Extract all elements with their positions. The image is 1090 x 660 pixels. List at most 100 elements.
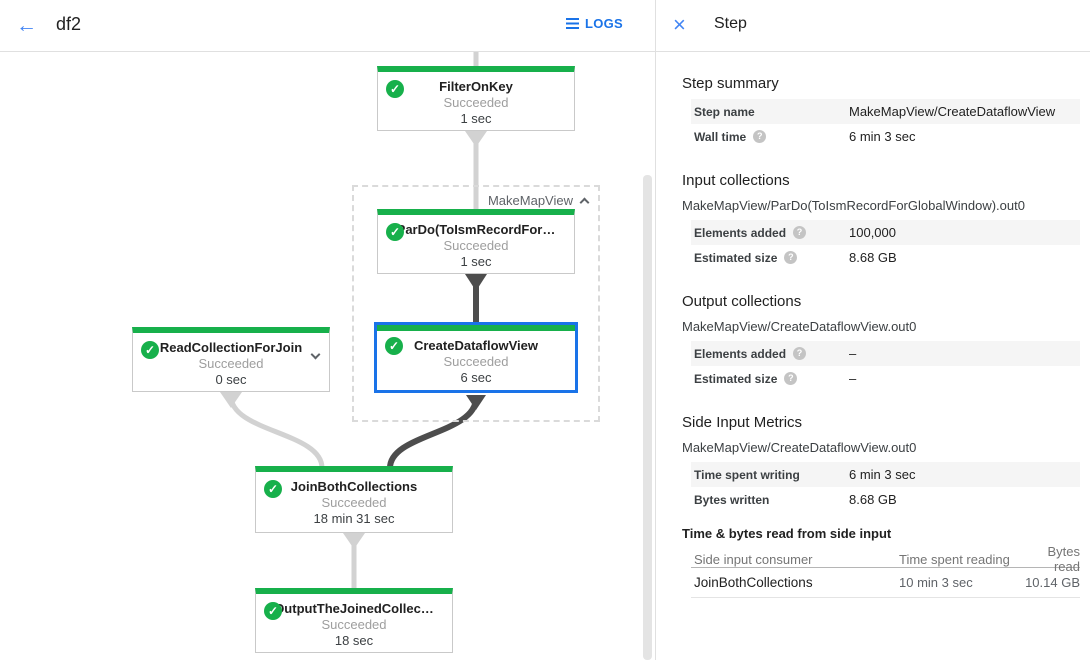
- panel-title: Step: [714, 15, 747, 32]
- edge-arrow: [465, 274, 487, 291]
- kv-label: Time spent writing: [694, 467, 800, 482]
- job-graph-canvas[interactable]: MakeMapView ✓ FilterOnKey Succeeded 1 se…: [0, 52, 655, 660]
- graph-node-pardo-toismrecord[interactable]: ✓ ParDo(ToIsmRecordFor… Succeeded 1 sec: [377, 209, 575, 274]
- node-time: 18 min 31 sec: [313, 511, 395, 526]
- check-circle-icon: ✓: [264, 480, 282, 498]
- side-input-table-header: Side input consumer Time spent reading B…: [691, 544, 1080, 574]
- output-collection-name: MakeMapView/CreateDataflowView.out0: [682, 319, 917, 334]
- chevron-down-icon: [310, 349, 321, 360]
- node-time: 1 sec: [460, 111, 492, 126]
- help-icon[interactable]: ?: [793, 226, 807, 239]
- node-title: CreateDataflowView: [413, 338, 539, 353]
- logs-button[interactable]: LOGS: [565, 16, 623, 31]
- side-input-table-heading: Time & bytes read from side input: [682, 526, 892, 541]
- kv-value: 100,000: [849, 225, 896, 240]
- step-summary-rows: Step name MakeMapView/CreateDataflowView…: [691, 99, 1080, 149]
- output-collections-heading: Output collections: [682, 293, 802, 310]
- expand-node-button[interactable]: [310, 345, 321, 363]
- node-status: Succeeded: [321, 495, 387, 510]
- node-title: ReadCollectionForJoin: [159, 340, 303, 355]
- edge-arrow: [220, 392, 242, 408]
- node-time: 1 sec: [460, 254, 492, 269]
- edge-readcollection-joinboth: [228, 395, 325, 469]
- edge-createdataflowview-joinboth: [387, 397, 479, 469]
- kv-value: –: [849, 371, 857, 386]
- kv-value: 8.68 GB: [849, 250, 897, 265]
- kv-value: MakeMapView/CreateDataflowView: [849, 104, 1056, 119]
- side-input-rows: Time spent writing 6 min 3 sec Bytes wri…: [691, 462, 1080, 512]
- kv-row-elements-added: Elements added ? 100,000: [691, 220, 1080, 245]
- cell-bytes-read: 10.14 GB: [1025, 575, 1080, 590]
- group-label-text: MakeMapView: [487, 193, 573, 208]
- back-arrow-icon[interactable]: ←: [16, 14, 37, 37]
- input-collection-rows: Elements added ? 100,000 Estimated size …: [691, 220, 1080, 270]
- kv-label: Elements added: [694, 346, 787, 361]
- panel-body: Step summary Step name MakeMapView/Creat…: [656, 75, 1090, 598]
- kv-label: Estimated size: [694, 250, 778, 265]
- kv-value: –: [849, 346, 857, 361]
- topbar: ← df2 LOGS: [0, 0, 655, 52]
- kv-value: 6 min 3 sec: [849, 129, 916, 144]
- graph-node-createdataflowview-selected[interactable]: ✓ CreateDataflowView Succeeded 6 sec: [374, 322, 578, 393]
- help-icon[interactable]: ?: [784, 372, 798, 385]
- kv-row-time-spent-writing: Time spent writing 6 min 3 sec: [691, 462, 1080, 487]
- kv-label: Elements added: [694, 225, 787, 240]
- cell-time-reading: 10 min 3 sec: [899, 575, 973, 590]
- chevron-up-icon: [579, 197, 590, 208]
- check-circle-icon: ✓: [385, 337, 403, 355]
- logs-button-label: LOGS: [584, 16, 623, 31]
- check-circle-icon: ✓: [386, 223, 404, 241]
- kv-label: Bytes written: [694, 492, 770, 507]
- side-input-collection-name: MakeMapView/CreateDataflowView.out0: [682, 440, 917, 455]
- graph-node-readcollectionforjoin[interactable]: ✓ ReadCollectionForJoin Succeeded 0 sec: [132, 327, 330, 392]
- group-makemapview: MakeMapView: [352, 185, 600, 422]
- check-circle-icon: ✓: [386, 80, 404, 98]
- kv-value: 8.68 GB: [849, 492, 897, 507]
- step-detail-panel: × Step Step summary Step name MakeMapVie…: [655, 0, 1090, 660]
- node-title: ParDo(ToIsmRecordFor…: [396, 222, 556, 237]
- kv-label: Wall time: [694, 129, 747, 144]
- graph-node-joinbothcollections[interactable]: ✓ JoinBothCollections Succeeded 18 min 3…: [255, 466, 453, 533]
- node-status: Succeeded: [198, 356, 264, 371]
- graph-node-filteronkey[interactable]: ✓ FilterOnKey Succeeded 1 sec: [377, 66, 575, 131]
- table-row: JoinBothCollections 10 min 3 sec 10.14 G…: [691, 568, 1080, 598]
- kv-value: 6 min 3 sec: [849, 467, 916, 482]
- node-time: 18 sec: [334, 633, 374, 648]
- edge-arrow: [466, 395, 486, 410]
- panel-header: × Step: [656, 0, 1090, 52]
- side-input-metrics-heading: Side Input Metrics: [682, 414, 803, 431]
- step-summary-heading: Step summary: [682, 75, 779, 92]
- edge-arrow: [343, 533, 365, 549]
- kv-row-estimated-size: Estimated size ? 8.68 GB: [691, 245, 1080, 270]
- kv-label: Step name: [694, 104, 755, 119]
- kv-label: Estimated size: [694, 371, 778, 386]
- close-icon[interactable]: ×: [673, 12, 686, 37]
- node-title: FilterOnKey: [439, 79, 513, 94]
- help-icon[interactable]: ?: [784, 251, 798, 264]
- side-input-table: Side input consumer Time spent reading B…: [691, 544, 1080, 598]
- output-collection-rows: Elements added ? – Estimated size ? –: [691, 341, 1080, 391]
- kv-row-elements-added: Elements added ? –: [691, 341, 1080, 366]
- cell-consumer: JoinBothCollections: [694, 575, 813, 590]
- logs-list-icon: [565, 17, 579, 21]
- job-title: df2: [56, 14, 82, 34]
- help-icon[interactable]: ?: [793, 347, 807, 360]
- kv-row-bytes-written: Bytes written 8.68 GB: [691, 487, 1080, 512]
- col-side-input-consumer: Side input consumer: [694, 551, 813, 567]
- kv-row-estimated-size: Estimated size ? –: [691, 366, 1080, 391]
- col-bytes-read: Bytes read: [1047, 544, 1080, 574]
- graph-vertical-scrollbar[interactable]: [643, 175, 652, 660]
- node-status: Succeeded: [321, 617, 387, 632]
- node-status: Succeeded: [443, 95, 509, 110]
- check-circle-icon: ✓: [141, 341, 159, 359]
- node-status: Succeeded: [443, 238, 509, 253]
- node-title: JoinBothCollections: [290, 479, 418, 494]
- node-time: 6 sec: [460, 370, 492, 385]
- input-collections-heading: Input collections: [682, 172, 790, 189]
- group-makemapview-collapse[interactable]: MakeMapView: [487, 193, 590, 208]
- help-icon[interactable]: ?: [753, 130, 767, 143]
- graph-node-outputthejoined[interactable]: ✓ OutputTheJoinedCollec… Succeeded 18 se…: [255, 588, 453, 653]
- edge-arrow: [465, 131, 487, 147]
- node-status-bar: [377, 325, 575, 331]
